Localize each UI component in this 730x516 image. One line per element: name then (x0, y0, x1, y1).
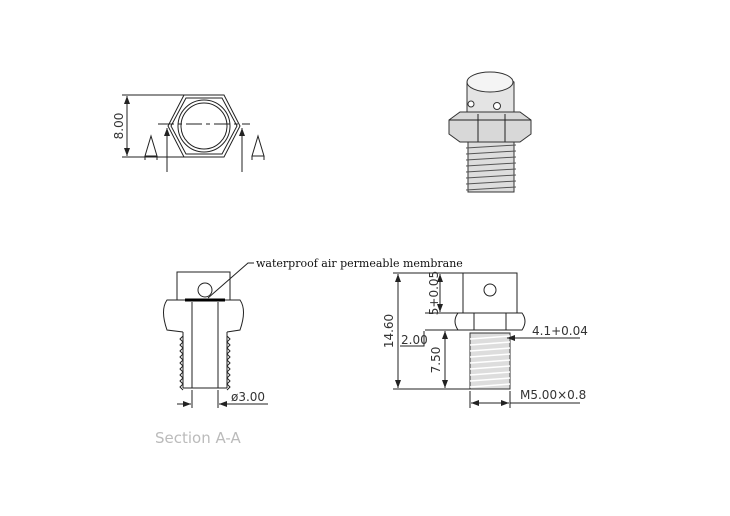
membrane-label: waterproof air permeable membrane (256, 257, 463, 270)
total-height-dimension: 14.60 (382, 314, 396, 348)
thread-spec: M5.00×0.8 (520, 388, 586, 402)
height-dimension: 8.00 (112, 113, 126, 140)
section-caption: Section A-A (155, 429, 242, 447)
side-view: 14.60 5+0.05 2.00 7.50 4.1+0.04 M5.00×0.… (382, 271, 588, 408)
section-view: waterproof air permeable membrane ø3.00 … (155, 257, 463, 447)
thread-length-dimension: 7.50 (429, 347, 443, 374)
isometric-view (448, 71, 532, 193)
top-view: 8.00 (112, 94, 265, 172)
cap-height-dimension: 5+0.05 (427, 271, 441, 315)
flange-height-dimension: 2.00 (401, 333, 428, 347)
bore-dimension: ø3.00 (231, 390, 265, 404)
hex-dimension: 4.1+0.04 (532, 324, 588, 338)
